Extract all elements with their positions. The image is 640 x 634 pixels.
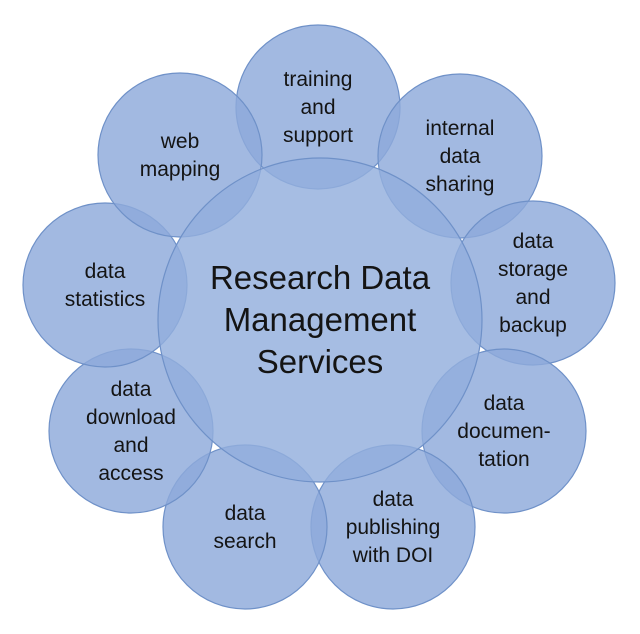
service-label-line: data [373, 488, 414, 511]
outer-circles [22, 24, 616, 610]
service-label-line: storage [498, 258, 568, 281]
service-label-line: and [515, 286, 550, 309]
service-label-line: internal [426, 117, 495, 140]
service-label-line: data [225, 502, 266, 525]
service-label-line: and [300, 96, 335, 119]
service-label-line: with DOI [352, 544, 434, 567]
service-label-line: data [111, 378, 152, 401]
service-label-line: documen- [457, 420, 550, 443]
service-label-data-publishing-with-doi: data publishing with DOI [346, 488, 441, 567]
service-label-line: tation [478, 448, 529, 471]
center-circle [157, 157, 483, 483]
service-label-line: data [440, 145, 481, 168]
service-label-internal-data-sharing: internal data sharing [426, 117, 495, 196]
service-label-line: training [284, 68, 353, 91]
service-label-line: search [213, 530, 276, 553]
service-label-line: mapping [140, 158, 221, 181]
service-label-line: data [85, 260, 126, 283]
service-label-line: sharing [426, 173, 495, 196]
service-label-data-storage-and-backup: data storage and backup [498, 230, 568, 337]
service-label-line: download [86, 406, 176, 429]
service-label-line: support [283, 124, 353, 147]
center-title-line: Research Data [210, 259, 431, 296]
center-title-line: Services [257, 343, 384, 380]
outer-labels: training and support internal data sharing dat… [65, 68, 568, 567]
service-label-line: data [484, 392, 525, 415]
service-label-data-documentation: data documen-tation [457, 392, 550, 471]
service-label-line: statistics [65, 288, 146, 311]
service-label-line: publishing [346, 516, 441, 539]
service-label-web-mapping: web mapping [140, 130, 221, 181]
center-title-line: Management [224, 301, 417, 338]
service-label-line: backup [499, 314, 567, 337]
service-label-line: and [113, 434, 148, 457]
service-label-line: web [160, 130, 200, 153]
service-label-training-and-support: training and support [283, 68, 353, 147]
service-label-data-search: data search [213, 502, 276, 553]
service-label-data-statistics: data statistics [65, 260, 146, 311]
service-label-data-download-and-access: data download and access [86, 378, 176, 485]
service-label-line: access [98, 462, 163, 485]
service-label-line: data [513, 230, 554, 253]
